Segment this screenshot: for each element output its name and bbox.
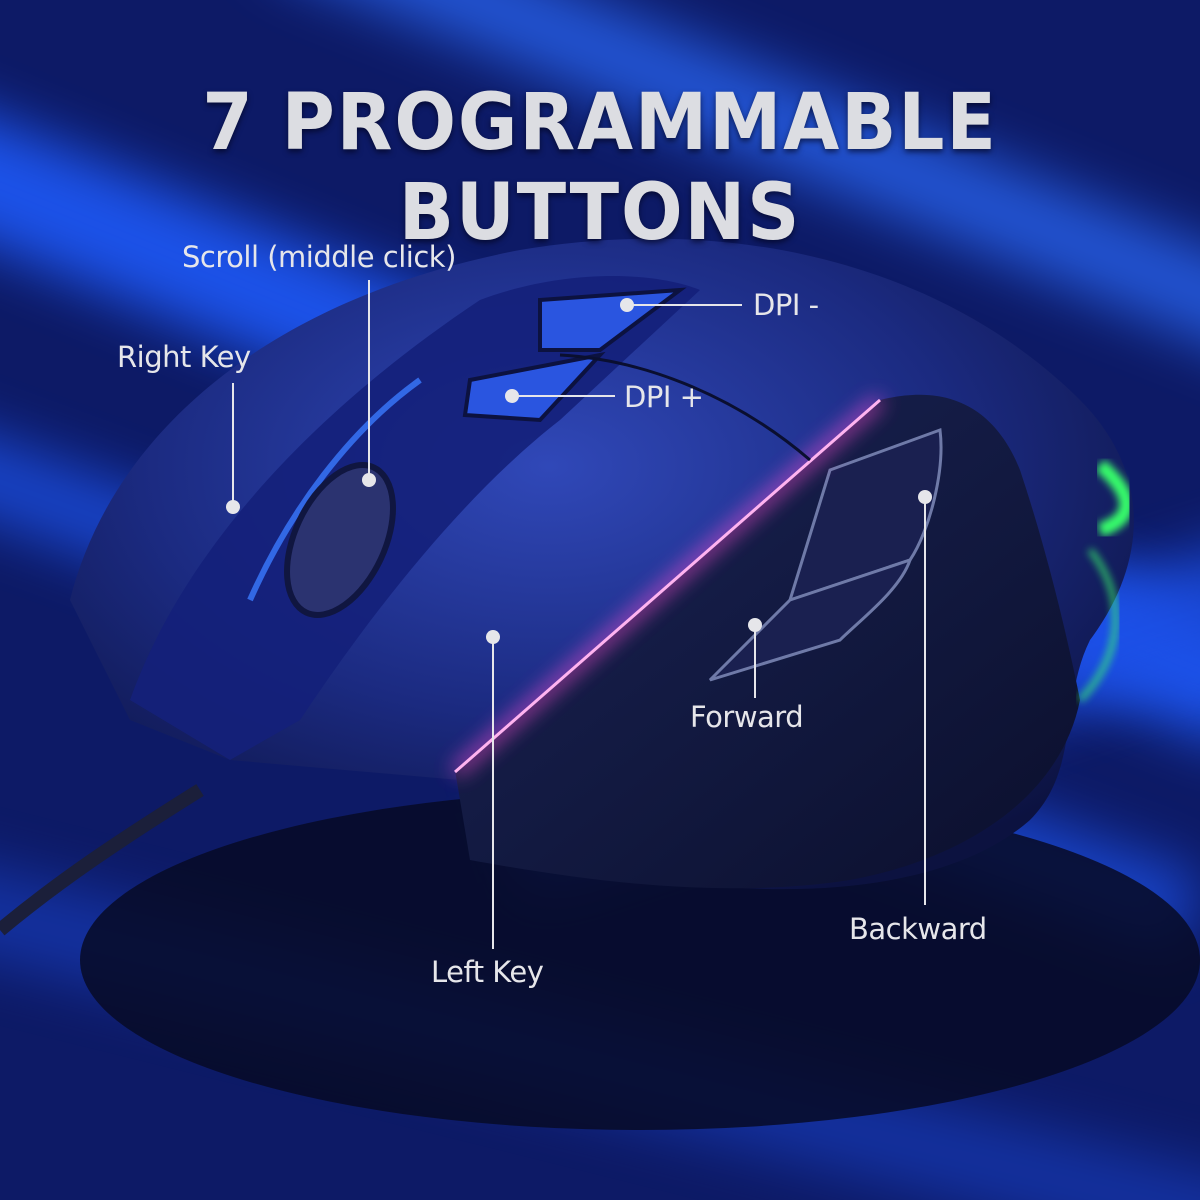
callout-left-key-label: Left Key: [431, 955, 544, 989]
callout-dpi-plus-label: DPI +: [624, 380, 704, 414]
callout-backward-line: [924, 497, 926, 905]
callout-backward-label: Backward: [849, 912, 987, 946]
callout-right-key-label: Right Key: [117, 340, 251, 374]
callout-forward-label: Forward: [690, 700, 804, 734]
callout-scroll-line: [368, 280, 370, 480]
callout-right-key-line: [232, 383, 234, 507]
callout-dpi-minus-line: [627, 304, 742, 306]
callout-dpi-plus-line: [512, 395, 615, 397]
callout-scroll-label: Scroll (middle click): [182, 240, 456, 274]
callout-dpi-minus-label: DPI -: [753, 288, 819, 322]
callout-forward-line: [754, 625, 756, 698]
callout-scroll-dot: [362, 473, 376, 487]
callout-left-key-line: [492, 637, 494, 949]
page-title: 7 PROGRAMMABLE BUTTONS: [202, 78, 998, 258]
callout-right-key-dot: [226, 500, 240, 514]
